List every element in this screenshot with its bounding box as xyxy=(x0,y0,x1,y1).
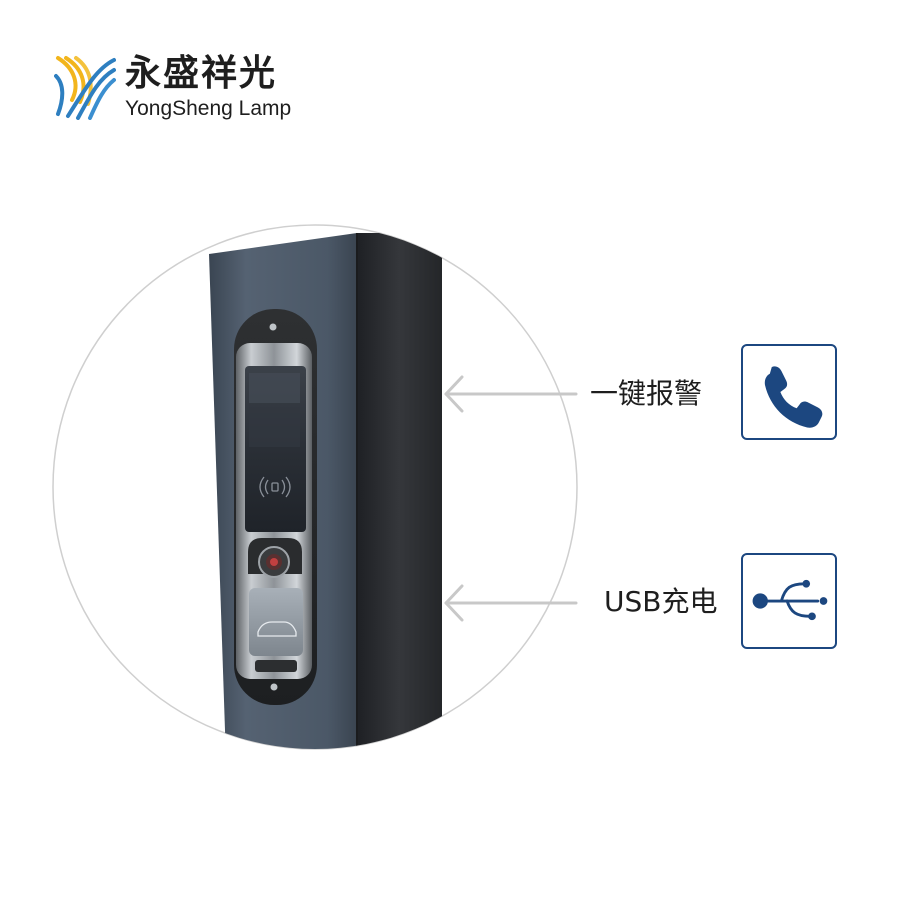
car-outline-icon xyxy=(257,621,297,637)
alarm-feature-label: 一键报警 xyxy=(590,377,703,410)
rfid-icon xyxy=(259,476,291,498)
bottom-screw-icon xyxy=(270,683,278,691)
brand-name-zh: 永盛祥光 xyxy=(125,53,278,94)
alarm-arrow xyxy=(444,375,578,413)
brand-logo-icon xyxy=(54,56,116,120)
usb-feature-label: USB充电 xyxy=(604,585,718,618)
usb-icon xyxy=(741,553,837,649)
top-screw-icon xyxy=(269,323,277,331)
brand: 永盛祥光 YongSheng Lamp xyxy=(54,52,314,124)
brand-name-en: YongSheng Lamp xyxy=(125,97,292,120)
pole-side xyxy=(357,233,442,749)
usb-arrow xyxy=(444,584,578,622)
phone-icon xyxy=(741,344,837,440)
